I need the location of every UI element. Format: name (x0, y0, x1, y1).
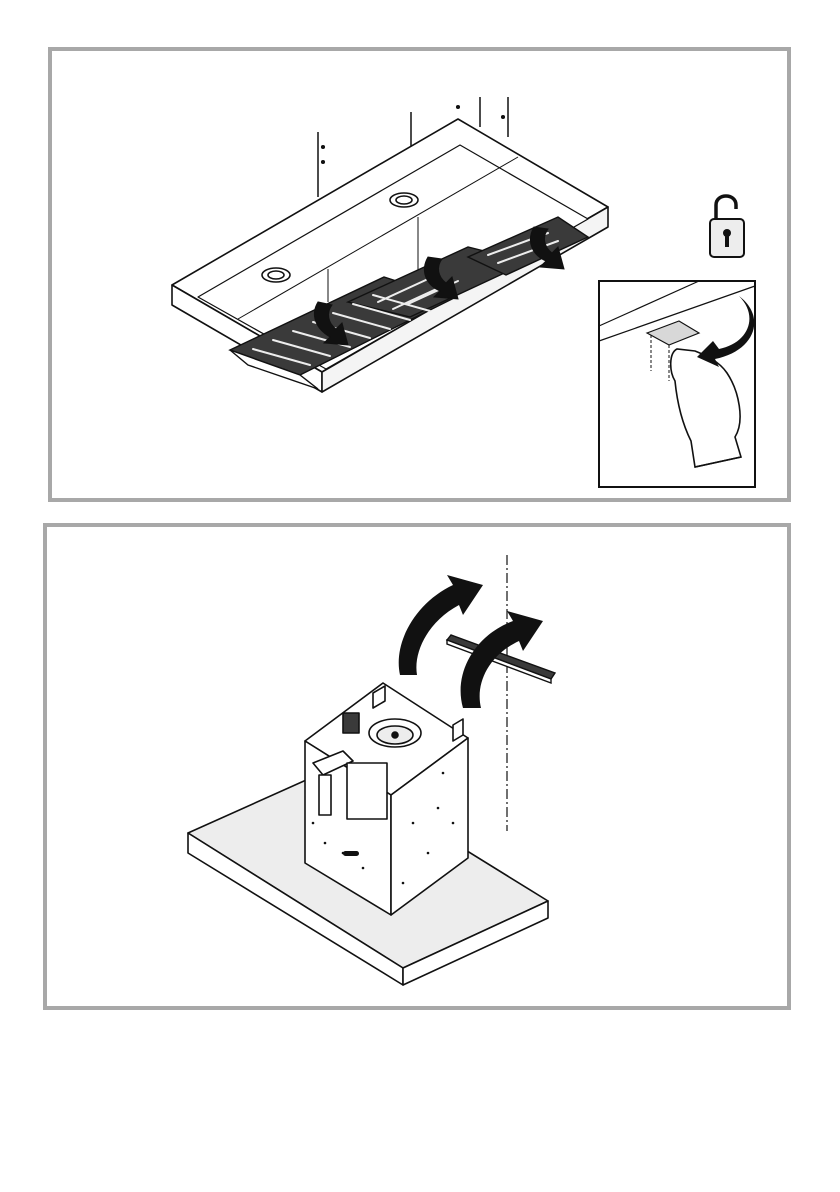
filter-removal-drawing (48, 47, 791, 502)
filter-removal-panel (48, 47, 791, 502)
latch-release-inset (599, 281, 755, 487)
motor-unit-drawing (43, 523, 791, 1010)
motor-unit-panel (43, 523, 791, 1010)
